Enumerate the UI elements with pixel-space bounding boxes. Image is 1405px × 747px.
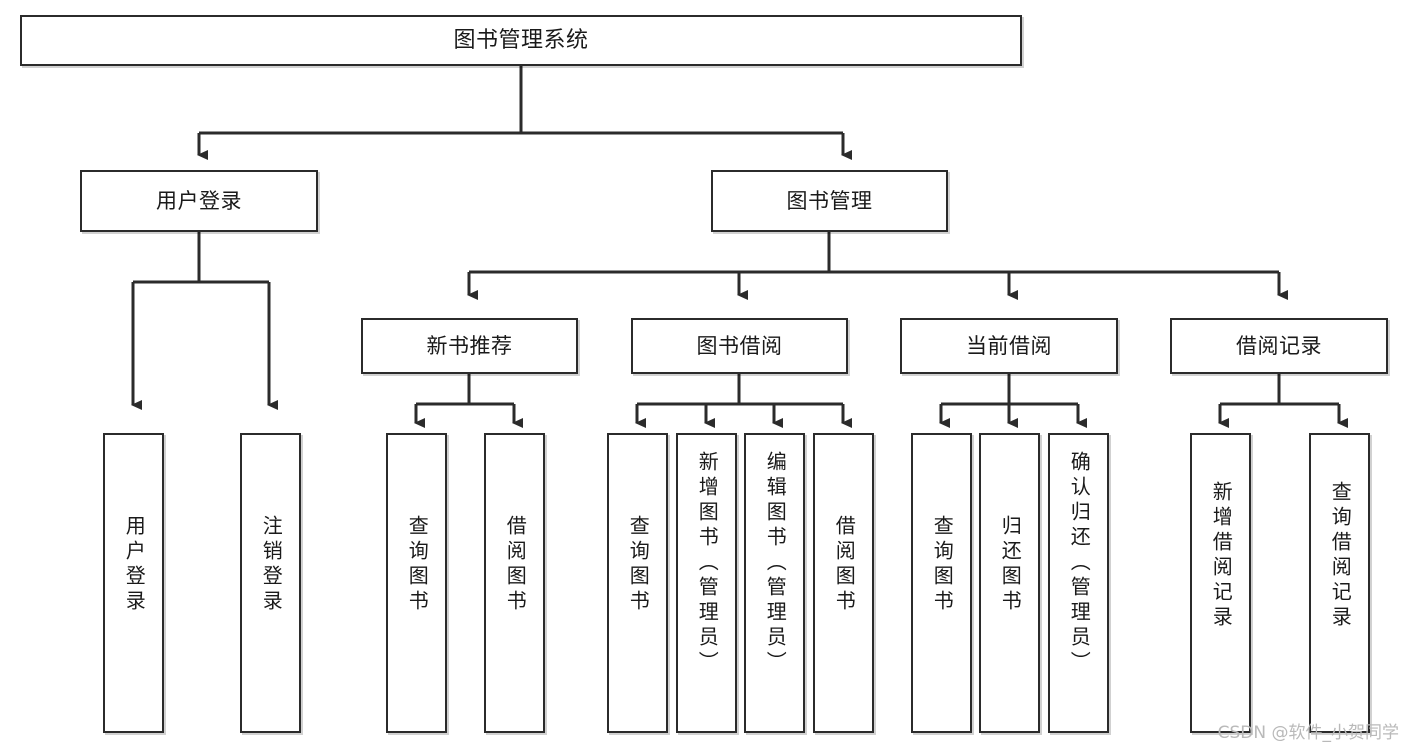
leaf-book-borrow-edit-book-admin[interactable]: 编辑图书（管理员）: [744, 433, 805, 733]
node-label: 注销登录: [259, 515, 284, 615]
watermark-csdn: CSDN @软件_小贺同学: [1217, 723, 1399, 743]
node-label: 用户登录: [156, 188, 242, 213]
node-borrow-records[interactable]: 借阅记录: [1170, 318, 1388, 374]
node-book-management[interactable]: 图书管理: [711, 170, 948, 232]
node-label: 当前借阅: [966, 333, 1052, 358]
node-label: 归还图书: [998, 515, 1023, 615]
node-label: 借阅记录: [1236, 333, 1322, 358]
node-label: 用户登录: [122, 515, 147, 615]
node-label: 查询图书: [405, 515, 430, 615]
node-label: 图书管理系统: [453, 27, 589, 53]
leaf-borrow-records-query-record[interactable]: 查询借阅记录: [1309, 433, 1370, 733]
node-label: 新增借阅记录: [1209, 481, 1234, 631]
node-label: 图书管理: [786, 188, 873, 213]
node-new-book-recommendation[interactable]: 新书推荐: [361, 318, 578, 374]
leaf-new-book-borrow-books[interactable]: 借阅图书: [484, 433, 545, 733]
leaf-user-login-logout[interactable]: 注销登录: [240, 433, 301, 733]
node-label: 图书借阅: [696, 333, 783, 358]
leaf-current-borrow-return-books[interactable]: 归还图书: [979, 433, 1040, 733]
node-user-login[interactable]: 用户登录: [80, 170, 318, 232]
node-label: 查询图书: [930, 515, 955, 615]
node-root-book-management-system[interactable]: 图书管理系统: [20, 15, 1022, 66]
leaf-book-borrow-query-books[interactable]: 查询图书: [607, 433, 668, 733]
node-label: 编辑图书（管理员）: [763, 451, 788, 676]
node-current-borrowing[interactable]: 当前借阅: [900, 318, 1118, 374]
node-label: 借阅图书: [832, 515, 857, 615]
node-label: 确认归还（管理员）: [1067, 451, 1092, 676]
node-label: 新增图书（管理员）: [695, 451, 720, 676]
leaf-book-borrow-add-book-admin[interactable]: 新增图书（管理员）: [676, 433, 737, 733]
node-label: 查询图书: [626, 515, 651, 615]
leaf-borrow-records-add-record[interactable]: 新增借阅记录: [1190, 433, 1251, 733]
node-label: 新书推荐: [426, 333, 513, 358]
leaf-book-borrow-borrow-books[interactable]: 借阅图书: [813, 433, 874, 733]
node-book-borrowing[interactable]: 图书借阅: [631, 318, 848, 374]
node-label: 查询借阅记录: [1328, 481, 1353, 631]
node-label: 借阅图书: [503, 515, 528, 615]
leaf-current-borrow-query-books[interactable]: 查询图书: [911, 433, 972, 733]
leaf-new-book-query-books[interactable]: 查询图书: [386, 433, 447, 733]
leaf-user-login-login[interactable]: 用户登录: [103, 433, 164, 733]
leaf-current-borrow-confirm-return-admin[interactable]: 确认归还（管理员）: [1048, 433, 1109, 733]
